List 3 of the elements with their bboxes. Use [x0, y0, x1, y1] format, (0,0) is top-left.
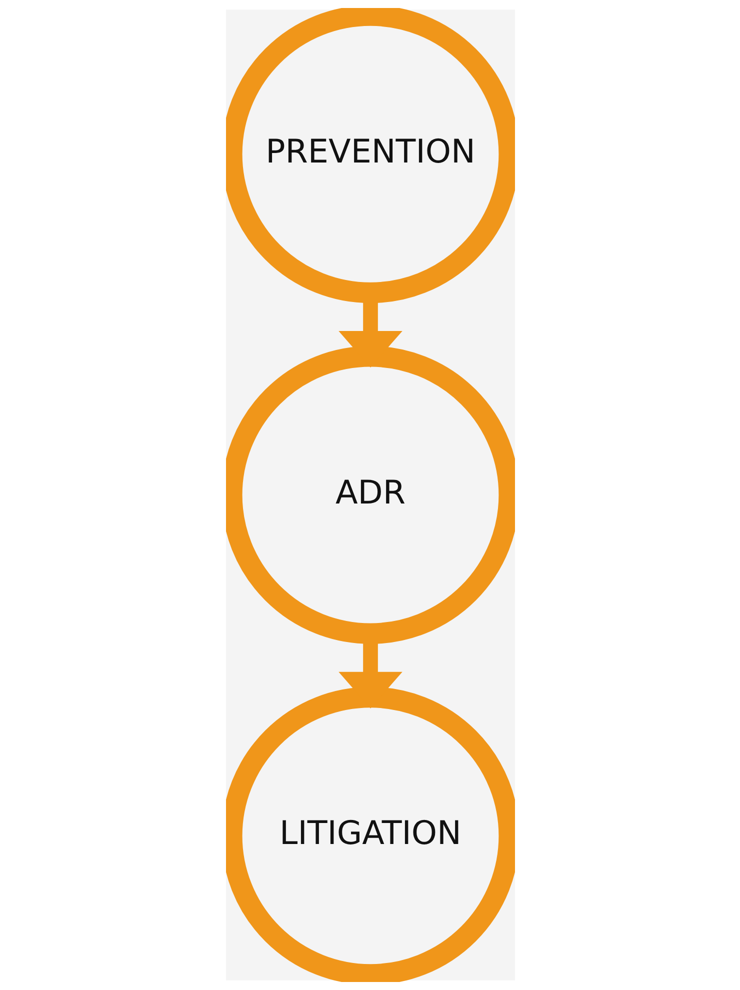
node-circle: ADR — [226, 346, 514, 644]
node-circle: LITIGATION — [226, 686, 514, 982]
node-circle: PREVENTION — [226, 8, 514, 304]
